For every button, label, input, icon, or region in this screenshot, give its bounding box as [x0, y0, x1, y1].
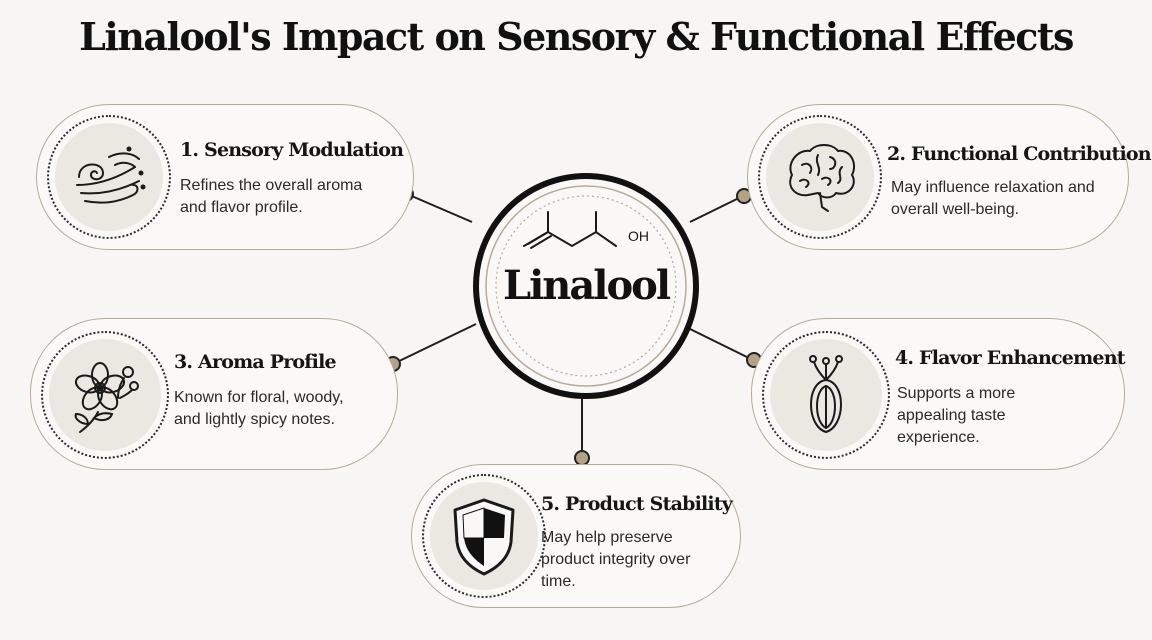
card-sensory-modulation: 1. Sensory Modulation Refines the overal…	[36, 104, 414, 250]
card-title: 2. Functional Contribution	[887, 143, 1152, 165]
molecule-structure-icon	[523, 211, 617, 249]
card-description: Refines the overall aroma and flavor pro…	[180, 177, 363, 216]
flower-bud-icon	[809, 355, 843, 434]
icon-ring	[422, 474, 546, 598]
molecule-oh-label: OH	[628, 228, 649, 244]
card-title: 3. Aroma Profile	[174, 351, 337, 373]
icon-ring	[758, 115, 882, 239]
card-aroma-profile: 3. Aroma Profile Known for floral, woody…	[30, 318, 398, 470]
icon-ring	[762, 331, 890, 459]
center-label: Linalool	[502, 262, 671, 309]
card-title: 5. Product Stability	[541, 493, 733, 515]
card-product-stability: 5. Product Stability May help preserve p…	[411, 464, 741, 608]
card-description: Supports a more appealing taste experien…	[897, 385, 1016, 446]
swirl-wind-icon	[76, 146, 146, 204]
icon-ring	[47, 115, 171, 239]
connector-dot-5	[574, 450, 590, 466]
brain-icon	[789, 144, 856, 212]
flower-icon	[74, 362, 139, 433]
card-flavor-enhancement: 4. Flavor Enhancement Supports a more ap…	[751, 318, 1125, 470]
card-title: 4. Flavor Enhancement	[895, 347, 1125, 369]
icon-ring	[41, 331, 169, 459]
center-hub	[466, 166, 706, 406]
card-description: May influence relaxation and overall wel…	[891, 179, 1095, 218]
card-title: 1. Sensory Modulation	[180, 139, 404, 161]
shield-icon	[453, 498, 515, 576]
card-description: May help preserve product integrity over…	[541, 529, 691, 590]
card-description: Known for floral, woody, and lightly spi…	[174, 389, 344, 428]
page-title: Linalool's Impact on Sensory & Functiona…	[79, 14, 1074, 59]
card-functional-contribution: 2. Functional Contribution May influence…	[747, 104, 1152, 250]
